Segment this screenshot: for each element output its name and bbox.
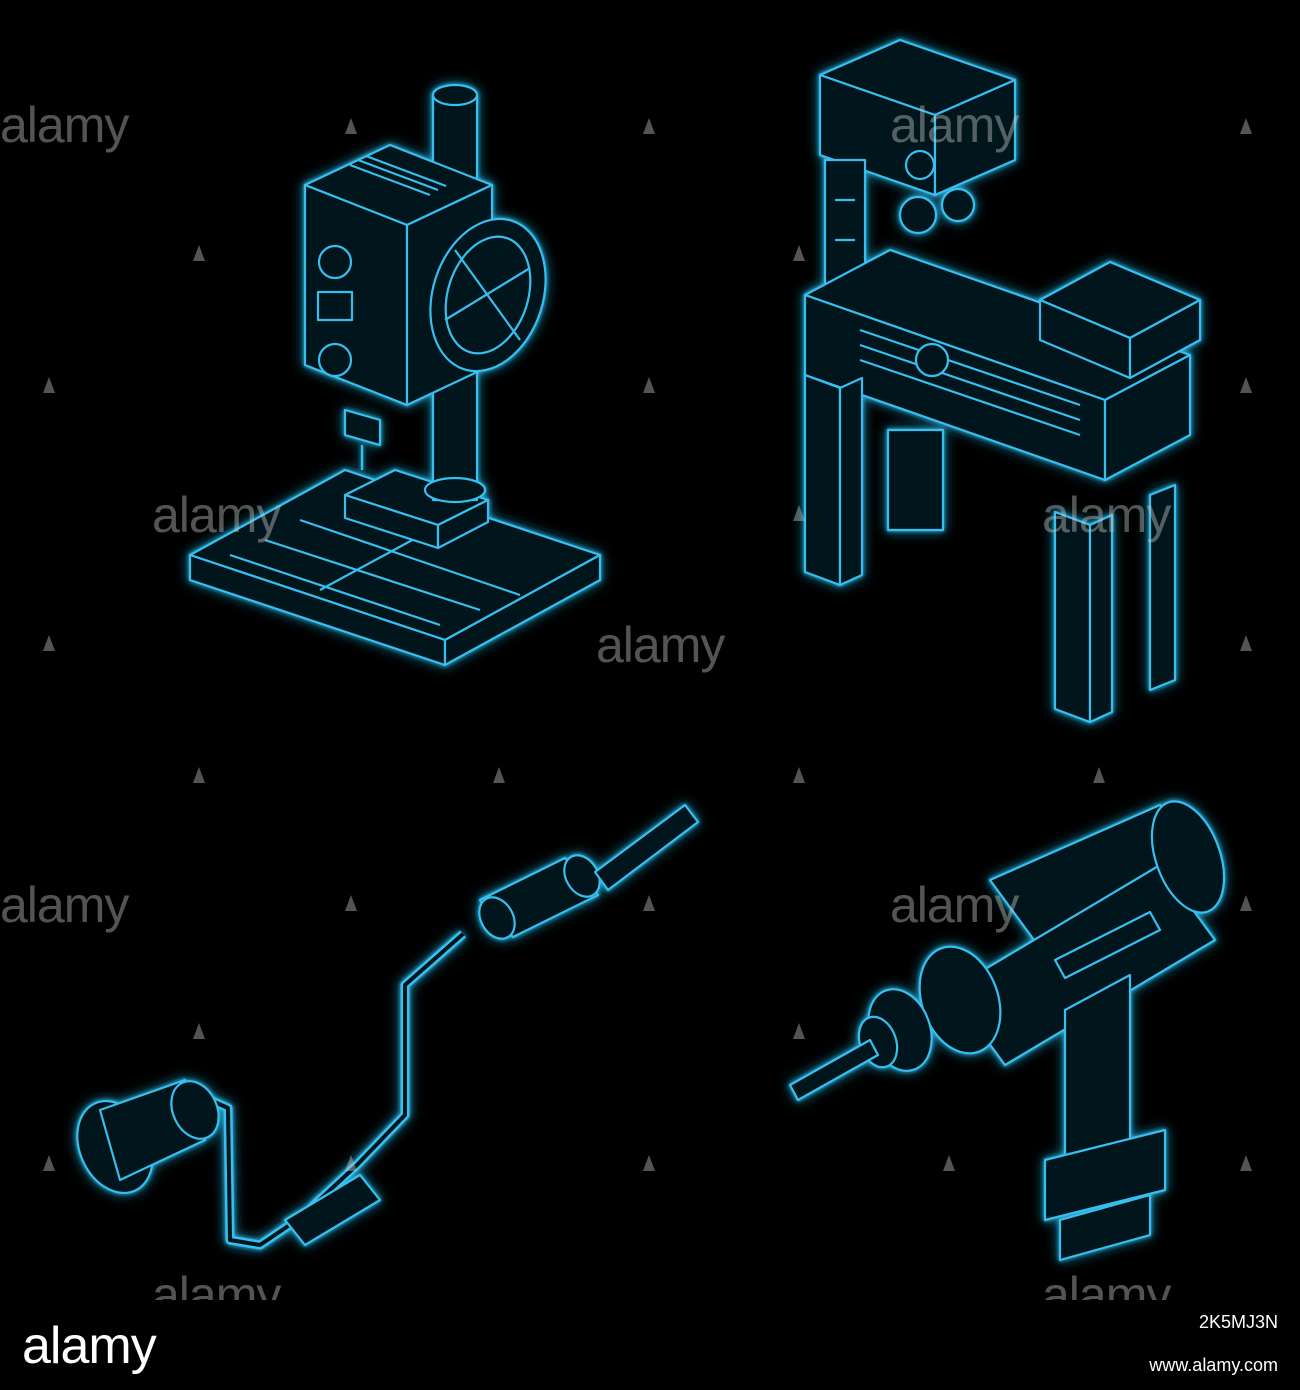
watermark-triangle-icon [1093,767,1105,783]
watermark-triangle-icon [643,1155,655,1171]
watermark-triangle-icon [193,1023,205,1039]
watermark-text: alamy [1042,487,1171,543]
watermark-text: alamy [596,617,725,673]
watermark-text: alamy [0,877,129,933]
footer-meta: 2K5MJ3N www.alamy.com [1149,1312,1278,1376]
power-drill-icon [788,800,1226,1262]
watermark-triangle-icon [493,767,505,783]
watermark-triangle-icon [1240,1155,1252,1171]
watermark-triangle-icon [1240,895,1252,911]
watermark-text: alamy [890,97,1019,153]
image-id: 2K5MJ3N [1198,1312,1278,1332]
alamy-logo: alamy [22,1317,157,1375]
watermark-text: alamy [152,487,281,543]
watermark-triangle-icon [793,505,805,521]
icon-set-canvas: alamy alamy alamy alamy alamy alamy alam… [0,38,1252,1320]
watermark-triangle-icon [193,767,205,783]
drill-press-icon [188,83,602,667]
hand-brace-drill-icon [76,803,700,1250]
watermark-triangle-icon [1240,377,1252,393]
watermark-triangle-icon [643,377,655,393]
watermark-triangle-icon [793,767,805,783]
watermark-triangle-icon [643,895,655,911]
watermark-triangle-icon [1240,118,1252,134]
watermark-triangle-icon [1240,635,1252,651]
watermark-triangle-icon [193,245,205,261]
watermark-triangle-icon [43,377,55,393]
watermark-text: alamy [0,97,129,153]
watermark-triangle-icon [345,895,357,911]
stock-footer: alamy 2K5MJ3N www.alamy.com [0,1300,1300,1390]
watermark-triangle-icon [943,1155,955,1171]
watermark-triangle-icon [43,1155,55,1171]
watermark-triangle-icon [345,118,357,134]
milling-machine-icon [803,38,1202,724]
watermark-triangle-icon [793,1023,805,1039]
watermark-triangle-icon [43,635,55,651]
watermark-triangle-icon [643,118,655,134]
watermark-triangle-icon [793,245,805,261]
watermark-text: alamy [890,877,1019,933]
icon-artwork [76,38,1226,1262]
footer-url[interactable]: www.alamy.com [1149,1355,1278,1375]
watermark-triangle-icon [345,1155,357,1171]
